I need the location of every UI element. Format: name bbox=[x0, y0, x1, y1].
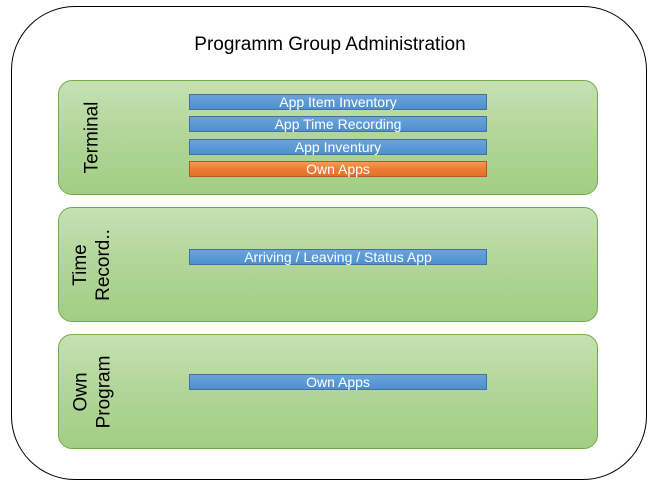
diagram-title: Programm Group Administration bbox=[194, 34, 466, 55]
app-inventury-box[interactable]: App Inventury bbox=[189, 139, 487, 155]
own-apps-box-terminal[interactable]: Own Apps bbox=[189, 161, 487, 177]
app-item-inventory-box[interactable]: App Item Inventory bbox=[189, 94, 487, 110]
group-own-program: Own Program Own Apps bbox=[58, 334, 598, 449]
group-time-record: Time Record.. Arriving / Leaving / Statu… bbox=[58, 207, 598, 322]
app-time-recording-box[interactable]: App Time Recording bbox=[189, 116, 487, 132]
group-label-terminal: Terminal bbox=[81, 101, 103, 174]
own-apps-box-own-program[interactable]: Own Apps bbox=[189, 374, 487, 390]
group-label-time-record: Time Record.. bbox=[70, 228, 114, 301]
group-label-own-program: Own Program bbox=[70, 355, 115, 428]
arriving-leaving-status-app-box[interactable]: Arriving / Leaving / Status App bbox=[189, 249, 487, 265]
group-terminal: Terminal App Item Inventory App Time Rec… bbox=[58, 80, 598, 195]
